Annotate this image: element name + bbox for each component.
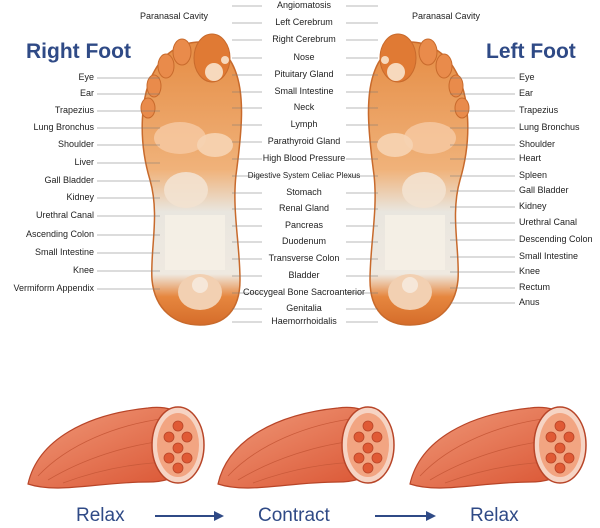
arrow-contract-to-relax — [375, 511, 436, 521]
right-foot-label: Kidney — [66, 192, 94, 202]
right-foot-label: Trapezius — [54, 105, 94, 115]
left-foot-label: Rectum — [519, 282, 551, 292]
center-label: Bladder — [288, 270, 320, 280]
right-foot-label: Small Intestine — [34, 247, 94, 257]
center-label: Renal Gland — [278, 203, 330, 213]
right-foot-label: Ascending Colon — [25, 229, 94, 239]
flow-step-relax-1: Relax — [76, 505, 125, 526]
center-label: Haemorrhoidalis — [271, 316, 337, 326]
label-leader-lines — [97, 5, 515, 323]
right-foot-label: Vermiform Appendix — [13, 283, 94, 293]
center-label: Duodenum — [281, 236, 327, 246]
center-label: Angiomatosis — [276, 0, 332, 10]
right-foot-label: Ear — [79, 88, 94, 98]
center-label: Right Cerebrum — [272, 34, 336, 44]
flow-step-contract: Contract — [258, 505, 330, 526]
left-foot-sole — [367, 33, 470, 326]
center-label: Transverse Colon — [268, 253, 340, 263]
left-foot-label: Gall Bladder — [519, 185, 569, 195]
left-foot-label: Heart — [519, 153, 542, 163]
center-label: Small Intestine — [274, 86, 334, 96]
center-label: High Blood Pressure — [262, 153, 346, 163]
center-label: Lymph — [290, 119, 318, 129]
right-foot-label: Knee — [72, 265, 94, 275]
center-label: Pituitary Gland — [274, 69, 334, 79]
center-label: Stomach — [286, 187, 322, 197]
center-label: Genitalia — [286, 303, 322, 313]
left-foot-title: Left Foot — [486, 40, 576, 63]
left-foot-label: Trapezius — [519, 105, 559, 115]
right-foot-label: Lung Bronchus — [33, 122, 94, 132]
left-foot-label: Small Intestine — [519, 251, 579, 261]
center-label: Left Cerebrum — [275, 17, 333, 27]
left-foot-label: Eye — [519, 72, 535, 82]
right-foot-sole — [140, 33, 243, 326]
left-foot-label: Anus — [519, 297, 540, 307]
center-label: Digestive System Celiac Plexus — [247, 171, 361, 180]
right-foot-title: Right Foot — [26, 40, 131, 63]
left-foot-label: Knee — [519, 266, 541, 276]
right-foot-label: Eye — [78, 72, 94, 82]
left-foot-label: Ear — [519, 88, 534, 98]
center-label: Pancreas — [284, 220, 324, 230]
left-foot-label: Shoulder — [519, 139, 556, 149]
muscle-contracted — [217, 406, 395, 489]
muscle-relaxed-right — [409, 406, 587, 489]
muscle-relaxed-left — [27, 406, 205, 489]
left-foot-label: Lung Bronchus — [519, 122, 580, 132]
center-label: Nose — [293, 52, 315, 62]
right-foot-label: Urethral Canal — [35, 210, 94, 220]
flow-step-relax-2: Relax — [470, 505, 519, 526]
center-label: Parathyroid Gland — [267, 136, 341, 146]
center-label: Neck — [293, 102, 315, 112]
left-foot-label: Spleen — [519, 170, 548, 180]
paranasal-label-left: Paranasal Cavity — [412, 11, 481, 21]
arrow-relax-to-contract — [155, 511, 224, 521]
paranasal-label-right: Paranasal Cavity — [140, 11, 209, 21]
right-foot-label: Liver — [74, 157, 94, 167]
center-label: Coccygeal Bone Sacroanterior — [242, 287, 366, 297]
left-foot-label: Urethral Canal — [519, 217, 578, 227]
left-foot-label: Descending Colon — [519, 234, 593, 244]
left-foot-label: Kidney — [519, 201, 547, 211]
right-foot-label: Shoulder — [57, 139, 94, 149]
right-foot-label: Gall Bladder — [44, 175, 94, 185]
